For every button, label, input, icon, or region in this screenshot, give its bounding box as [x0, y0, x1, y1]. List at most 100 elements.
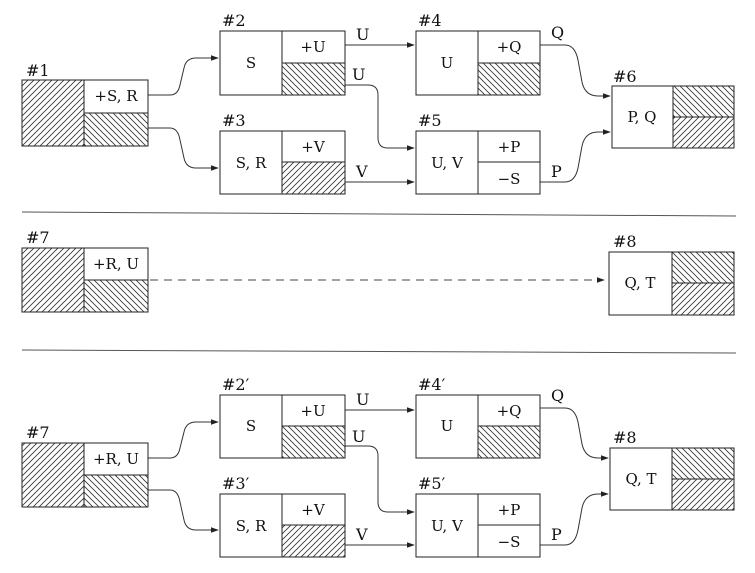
- cell-text: +Q: [497, 402, 522, 420]
- cell: [219, 394, 283, 459]
- hatched-cell: [672, 85, 735, 118]
- cell: [281, 394, 346, 427]
- cell: [415, 493, 479, 558]
- hatched-cell: [83, 279, 149, 313]
- cell: [219, 130, 283, 195]
- edge-label: V: [355, 525, 368, 544]
- edge-m2-m5: [345, 445, 415, 515]
- cell: [281, 30, 346, 64]
- node-label: #7: [26, 228, 50, 247]
- hatched-cell: [83, 112, 149, 147]
- cell-text: +P: [498, 501, 521, 519]
- node-n5: U, V +P −S: [415, 130, 541, 195]
- hatched-cell: [477, 425, 541, 459]
- cell: [609, 447, 673, 511]
- edge-label: U: [356, 25, 369, 44]
- cell: [415, 130, 479, 195]
- node-m5: U, V +P −S: [415, 493, 541, 558]
- hatched-cell: [671, 478, 735, 511]
- node-m8: Q, T: [609, 447, 735, 511]
- edge-m7-m3: [148, 489, 219, 533]
- section-divider-2: [21, 349, 737, 354]
- hatched-cell: [477, 62, 541, 96]
- node-label: #3: [222, 111, 246, 130]
- node-m7: +R, U: [21, 442, 149, 508]
- hatched-cell: [21, 247, 85, 313]
- edge-label: P: [551, 162, 562, 181]
- cell-text: U: [441, 417, 454, 435]
- cell-text: U, V: [431, 517, 464, 535]
- hatched-cell: [281, 524, 346, 558]
- cell-text: S, R: [236, 517, 267, 535]
- cell: [477, 130, 541, 163]
- node-label: #4′: [418, 375, 446, 394]
- cell-text: Q, T: [625, 470, 656, 488]
- cell: [415, 394, 479, 459]
- edge-n4-n6: [540, 44, 611, 99]
- cell-text: +U: [300, 38, 325, 56]
- cell-text: S: [246, 417, 256, 435]
- cell: [611, 85, 674, 149]
- node-n3: S, R +V: [219, 130, 346, 195]
- edge-m4-m8: [540, 407, 609, 461]
- node-label: #2′: [222, 375, 250, 394]
- hatched-cell: [671, 447, 735, 480]
- cell: [477, 524, 541, 558]
- cell-text: +P: [498, 138, 521, 156]
- cell: [83, 79, 149, 114]
- hatched-cell: [21, 442, 85, 508]
- cell: [219, 30, 283, 96]
- hatched-cell: [281, 62, 346, 96]
- edge-n1-n3: [148, 127, 219, 171]
- node-n7: +R, U: [21, 247, 149, 313]
- cell-text: +R, U: [93, 255, 139, 273]
- node-m4: U +Q: [415, 394, 541, 459]
- edge-label: P: [551, 525, 562, 544]
- cell-text: Q, T: [624, 274, 655, 292]
- edge-label: U: [352, 65, 365, 84]
- cell: [415, 30, 479, 96]
- node-label: #3′: [222, 474, 250, 493]
- hatched-cell: [21, 79, 85, 147]
- section-2: #7 +R, U #8 Q, T: [21, 228, 735, 316]
- cell-text: +U: [300, 402, 325, 420]
- hatched-cell: [671, 251, 735, 284]
- cell: [608, 251, 673, 316]
- cell-text: U, V: [431, 154, 464, 172]
- cell-text: S, R: [236, 154, 267, 172]
- node-label: #8: [613, 232, 637, 251]
- edge-label: U: [356, 390, 369, 409]
- section-3: U U V Q P #7 +R, U #2′ S +U #3′ S, R: [21, 375, 735, 558]
- cell: [83, 442, 149, 476]
- hatched-cell: [83, 474, 149, 508]
- node-label: #4: [418, 11, 442, 30]
- section-divider-1: [21, 211, 737, 217]
- cell-text: +V: [301, 501, 326, 519]
- cell-text: −S: [498, 533, 521, 551]
- edge-n2-n5: [345, 84, 415, 151]
- node-label: #5′: [418, 474, 446, 493]
- node-n4: U +Q: [415, 30, 541, 96]
- hatched-cell: [281, 161, 346, 195]
- edge-label: U: [352, 427, 365, 446]
- hatched-cell: [671, 282, 735, 316]
- cell-text: +R, U: [93, 450, 139, 468]
- node-n6: P, Q: [611, 85, 735, 149]
- cell: [219, 493, 283, 558]
- node-m3: S, R +V: [219, 493, 346, 558]
- node-label: #6: [613, 67, 637, 86]
- edge-m5-m8: [540, 491, 609, 546]
- node-label: #7: [26, 423, 50, 442]
- cell-text: +S, R: [94, 87, 138, 105]
- hatched-cell: [672, 116, 735, 149]
- cell: [83, 247, 149, 281]
- edge-m7-m2: [148, 419, 219, 459]
- edge-n5-n6: [540, 129, 611, 183]
- node-n8: Q, T: [608, 251, 735, 316]
- cell: [477, 30, 541, 64]
- cell-text: +V: [301, 138, 326, 156]
- cell-text: −S: [498, 170, 521, 188]
- cell: [477, 161, 541, 195]
